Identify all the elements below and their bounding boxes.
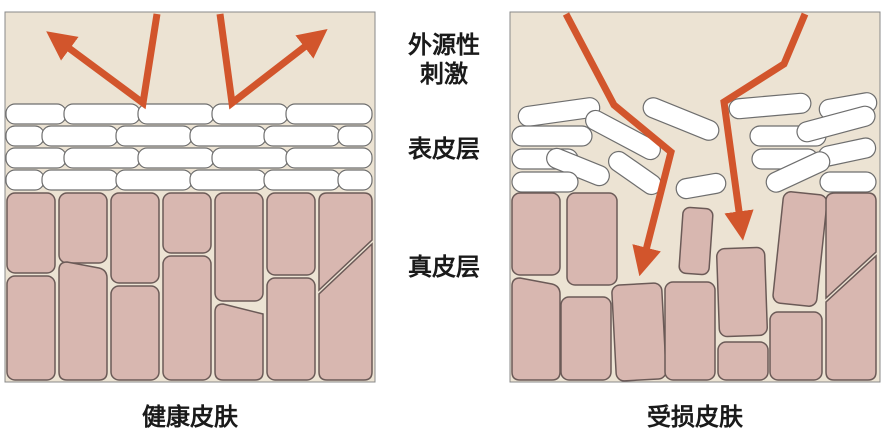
damaged-skin-panel <box>509 11 881 383</box>
epidermis-cell <box>585 109 661 161</box>
healthy-skin-caption: 健康皮肤 <box>142 403 239 431</box>
dermis-cell <box>6 275 56 381</box>
dermis-cell <box>58 192 108 264</box>
epidermis-cell <box>41 169 119 191</box>
dermis-cell <box>162 255 212 381</box>
epidermis-cell <box>642 97 720 141</box>
dermis-cell <box>318 242 373 381</box>
reflected-arrow-right <box>216 13 328 110</box>
reflected-arrow-left <box>46 13 161 110</box>
epidermis-cell <box>63 147 141 169</box>
epidermis-cell <box>285 103 373 125</box>
epidermis-cell <box>189 125 267 147</box>
epidermis-cell <box>63 103 141 125</box>
dermis-cell <box>511 192 561 276</box>
dermis-cell <box>318 192 373 292</box>
epidermis-cell <box>211 147 289 169</box>
epidermis-cell <box>675 172 727 200</box>
epidermis-cell <box>41 125 119 147</box>
dermis-cell <box>214 303 264 381</box>
dermis-cell <box>716 246 768 338</box>
epidermis-cell <box>517 97 601 127</box>
dermis-cell <box>511 277 561 381</box>
epidermis-cell <box>137 103 215 125</box>
healthy-stimulus-arrows <box>46 13 328 110</box>
healthy-dermis-layer <box>6 192 373 381</box>
epidermis-cell <box>211 103 289 125</box>
dermis-cell <box>772 191 828 307</box>
damaged-dermis-layer <box>511 191 877 382</box>
healthy-skin-panel <box>4 11 376 383</box>
epidermis-cell <box>115 169 193 191</box>
epidermis-cell <box>337 125 373 147</box>
dermis-cell <box>214 192 264 302</box>
dermis-cell <box>611 282 667 382</box>
dermis-label: 真皮层 <box>408 253 480 281</box>
epidermis-cell <box>765 151 831 193</box>
dermis-cell <box>58 261 108 381</box>
dermis-cell <box>110 192 160 284</box>
dermis-cell <box>266 192 316 276</box>
penetrating-arrow-right <box>720 12 809 241</box>
epidermis-cell <box>263 125 341 147</box>
epidermis-cell <box>728 92 812 120</box>
epidermis-cell <box>5 103 67 125</box>
damaged-skin-caption: 受损皮肤 <box>647 403 744 431</box>
stimulus-label-line2: 刺激 <box>420 60 468 88</box>
damaged-stimulus-arrows <box>562 12 809 277</box>
dermis-cell <box>560 296 612 381</box>
epidermis-cell <box>285 147 373 169</box>
epidermis-label: 表皮层 <box>408 135 480 163</box>
epidermis-cell <box>5 147 67 169</box>
dermis-cell <box>266 277 316 381</box>
healthy-epidermis-layer <box>5 103 373 191</box>
dermis-cell <box>717 341 769 381</box>
dermis-cell <box>566 192 618 286</box>
epidermis-cell <box>115 125 193 147</box>
layer-labels: 外源性 刺激 表皮层 真皮层 <box>408 31 480 281</box>
epidermis-cell <box>137 147 215 169</box>
epidermis-cell <box>5 169 45 191</box>
damaged-epidermis-layer <box>511 92 878 200</box>
epidermis-cell <box>263 169 341 191</box>
epidermis-cell <box>5 125 45 147</box>
epidermis-cell <box>337 169 373 191</box>
epidermis-cell <box>819 171 877 193</box>
dermis-cell <box>664 281 716 381</box>
dermis-cell <box>162 192 212 254</box>
dermis-cell <box>110 285 160 381</box>
dermis-cell <box>6 192 56 274</box>
epidermis-cell <box>189 169 267 191</box>
epidermis-cell <box>511 125 593 147</box>
epidermis-cell <box>796 105 876 143</box>
stimulus-label-line1: 外源性 <box>408 31 480 59</box>
dermis-cell <box>825 254 877 381</box>
dermis-cell <box>825 192 877 300</box>
penetrating-arrow-left <box>562 12 675 277</box>
dermis-cell <box>678 206 714 276</box>
epidermis-cell <box>511 171 579 193</box>
dermis-cell <box>769 311 823 381</box>
